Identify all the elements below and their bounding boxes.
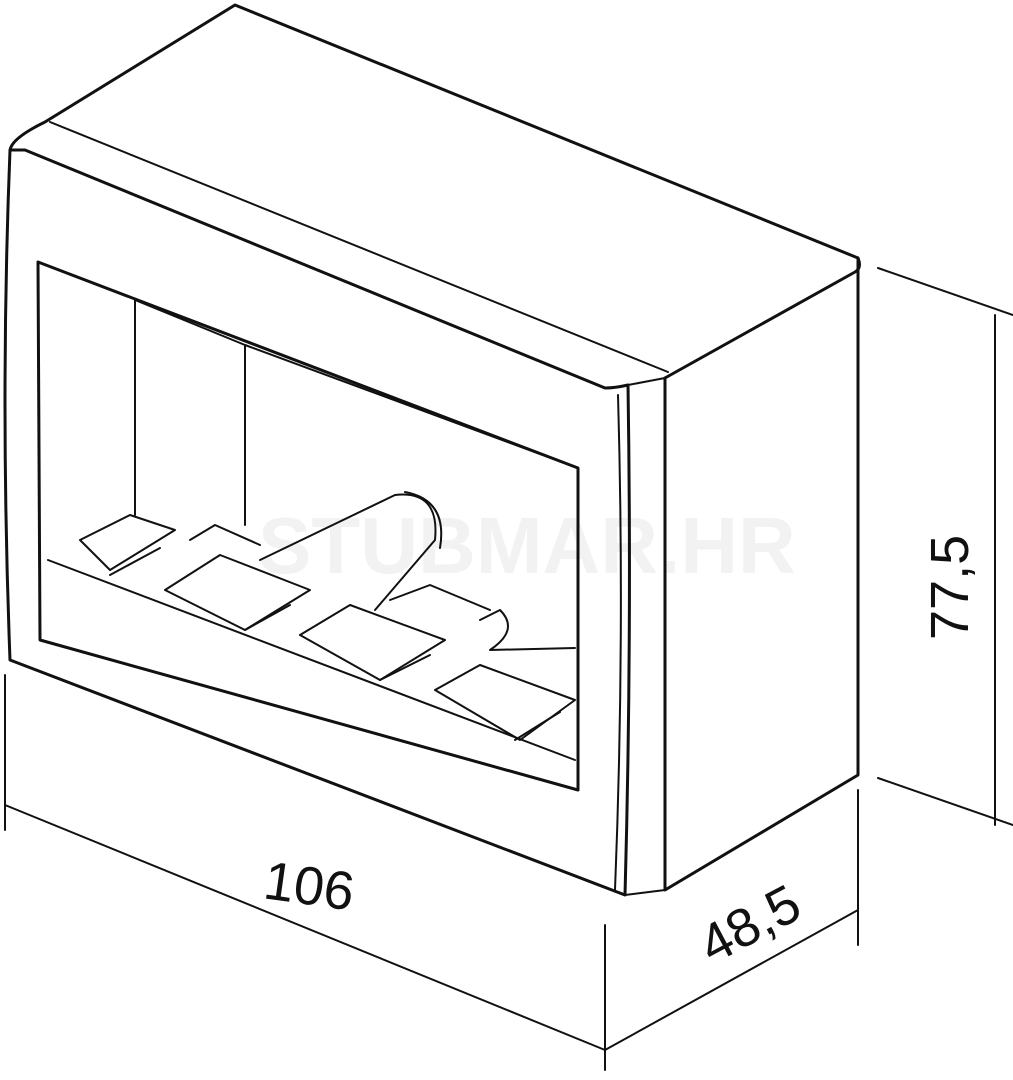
dimension-height: 77,5 — [877, 267, 1013, 826]
watermark: STUBMAR.HR — [258, 501, 796, 590]
width-label: 106 — [260, 850, 358, 922]
box-outline — [3, 3, 861, 897]
dimension-width: 106 — [4, 674, 606, 1071]
box-opening — [36, 260, 580, 792]
dimension-depth: 48,5 — [604, 789, 859, 1051]
depth-label: 48,5 — [689, 873, 810, 975]
height-label: 77,5 — [920, 535, 980, 640]
